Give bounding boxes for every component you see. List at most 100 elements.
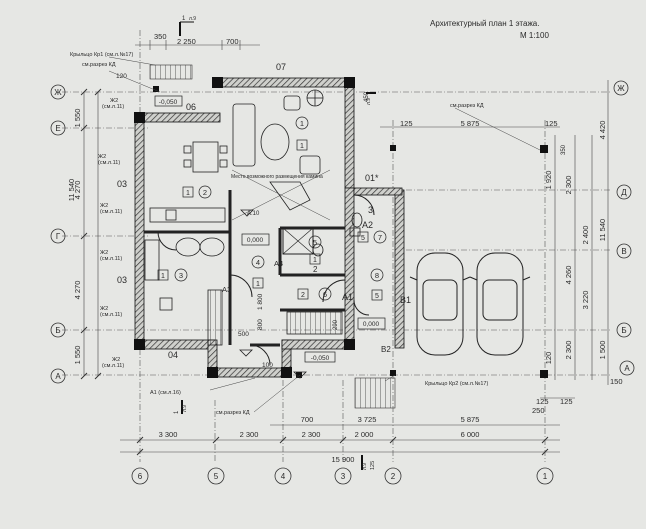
dim-small: 125 xyxy=(536,397,549,406)
space-06: 06 xyxy=(186,102,196,112)
label-fireplace: Место возможного размещения камина xyxy=(231,174,323,180)
window-tag: Ж2 xyxy=(110,98,118,104)
room-tag-8: 8 5 xyxy=(370,268,384,301)
svg-text:1: 1 xyxy=(161,273,165,280)
axis-bubbles-right: Ж Д В Б А xyxy=(613,80,635,376)
leader-lines xyxy=(108,56,541,413)
dim-500: 500 xyxy=(238,331,249,338)
dim-right-total: 11 540 xyxy=(598,219,607,241)
window-tag-ref: (см.л.11) xyxy=(98,160,120,166)
dim-left: 4 270 xyxy=(73,181,82,200)
label-a2: А2 xyxy=(362,220,373,230)
dim-left: 1 550 xyxy=(73,346,82,365)
level-marks: 0,000 0,000 -0,050 -0,050 xyxy=(154,95,386,363)
window-tag-ref: (см.л.11) xyxy=(100,256,122,262)
dim-top-2250: 2 250 xyxy=(177,37,196,46)
furniture xyxy=(144,89,363,311)
room-tag-7: 5 7 xyxy=(357,230,387,244)
window-tag-ref: (см.л.11) xyxy=(100,209,122,215)
svg-text:4: 4 xyxy=(256,258,260,267)
shower-box xyxy=(282,227,314,255)
svg-text:1: 1 xyxy=(300,119,304,128)
dim-350: 350 xyxy=(561,144,567,155)
dim-1800: 1 800 xyxy=(257,293,264,310)
axis-row-label: А xyxy=(55,372,61,381)
porch-steps-top xyxy=(149,64,193,80)
svg-text:8: 8 xyxy=(375,271,379,280)
axis-row-label: Б xyxy=(621,326,626,335)
dim-bottom2: 3 725 xyxy=(358,415,377,424)
dim-450: 450 xyxy=(364,91,370,102)
level-zero: 0,000 xyxy=(247,237,264,244)
plan-scale: М 1:100 xyxy=(520,31,549,40)
exterior-walls xyxy=(134,77,405,378)
window-tag: Ж2 xyxy=(100,306,108,312)
dim-small: 250 xyxy=(532,406,545,415)
dimension-lines xyxy=(83,40,609,453)
label-a4: А4 xyxy=(274,259,283,268)
dim-bottom2: 700 xyxy=(301,415,314,424)
svg-text:1: 1 xyxy=(313,257,317,264)
section-num: 1 xyxy=(182,16,186,22)
svg-text:5: 5 xyxy=(375,293,379,300)
axis-row-label: Ж xyxy=(617,84,625,93)
window-tag-ref: (см.л.11) xyxy=(102,363,124,369)
axis-row-label: Г xyxy=(56,232,61,241)
interior-stair xyxy=(286,311,343,335)
section-sheet: л.9 xyxy=(366,98,372,105)
axis-col-label: 2 xyxy=(391,472,396,481)
level-minus: -0,050 xyxy=(311,355,330,362)
svg-text:3: 3 xyxy=(368,205,373,215)
svg-text:3: 3 xyxy=(179,271,183,280)
level-zero: 0,000 xyxy=(363,321,380,328)
dim-right: 1 920 xyxy=(544,171,553,190)
space-04: 04 xyxy=(168,350,178,360)
label-a1: А1 xyxy=(342,292,353,302)
label-porch2: Крыльцо Кр2 (см.л.№17) xyxy=(425,381,488,387)
axis-row-label: Д xyxy=(621,188,627,197)
dim-120: 120 xyxy=(116,73,127,80)
axis-row-label: Е xyxy=(55,124,60,133)
svg-text:7: 7 xyxy=(378,233,382,242)
space-01: 01* xyxy=(365,173,379,183)
section-num: 1 xyxy=(174,410,180,414)
space-03: 03 xyxy=(117,179,127,189)
room-tags: 1 1 1 2 1 3 4 1 5 1 xyxy=(157,116,387,301)
room-tag-3: 1 3 xyxy=(157,268,188,282)
dim-left: 1 550 xyxy=(73,109,82,128)
label-b2: В2 xyxy=(381,345,391,354)
window-tag-ref: (см.л.11) xyxy=(102,104,124,110)
label-see-kd: см.разрез КД xyxy=(82,62,116,68)
dim-left-total: 11 540 xyxy=(67,179,76,201)
room-tag-5: 5 1 xyxy=(308,235,322,265)
room-tag-2: 1 2 xyxy=(182,185,212,199)
axis-row-label: А xyxy=(624,364,630,373)
section-sheet: л.9 xyxy=(182,405,188,412)
dim-small: 125 xyxy=(560,397,573,406)
dim-left: 4 270 xyxy=(73,281,82,300)
window-tag: Ж2 xyxy=(100,250,108,256)
level-triangles xyxy=(239,209,307,379)
window-tag-ref: (см.л.11) xyxy=(100,312,122,318)
label-misc: 125 xyxy=(370,461,376,470)
axis-col-label: 1 xyxy=(543,472,548,481)
svg-text:2: 2 xyxy=(203,188,207,197)
dim-right: 2 400 xyxy=(581,226,590,245)
axis-col-label: 5 xyxy=(214,472,219,481)
dim-right: 3 220 xyxy=(581,291,590,310)
dim-bottom: 2 300 xyxy=(240,430,259,439)
room-tag-6: 2 6 xyxy=(297,287,332,301)
svg-text:1: 1 xyxy=(300,143,304,150)
space-07: 07 xyxy=(276,62,286,72)
svg-text:5: 5 xyxy=(361,235,365,242)
axis-row-label: Б xyxy=(55,326,60,335)
dim-right: 4 260 xyxy=(564,266,573,285)
room-tag-10: 2 xyxy=(313,265,318,274)
label-a10: А.10 xyxy=(247,211,260,217)
label-a1-ref: А1 (см.л.16) xyxy=(150,390,181,396)
dim-right: 120 xyxy=(544,352,553,365)
axis-col-label: 6 xyxy=(138,472,143,481)
dim-bottom: 2 300 xyxy=(302,430,321,439)
